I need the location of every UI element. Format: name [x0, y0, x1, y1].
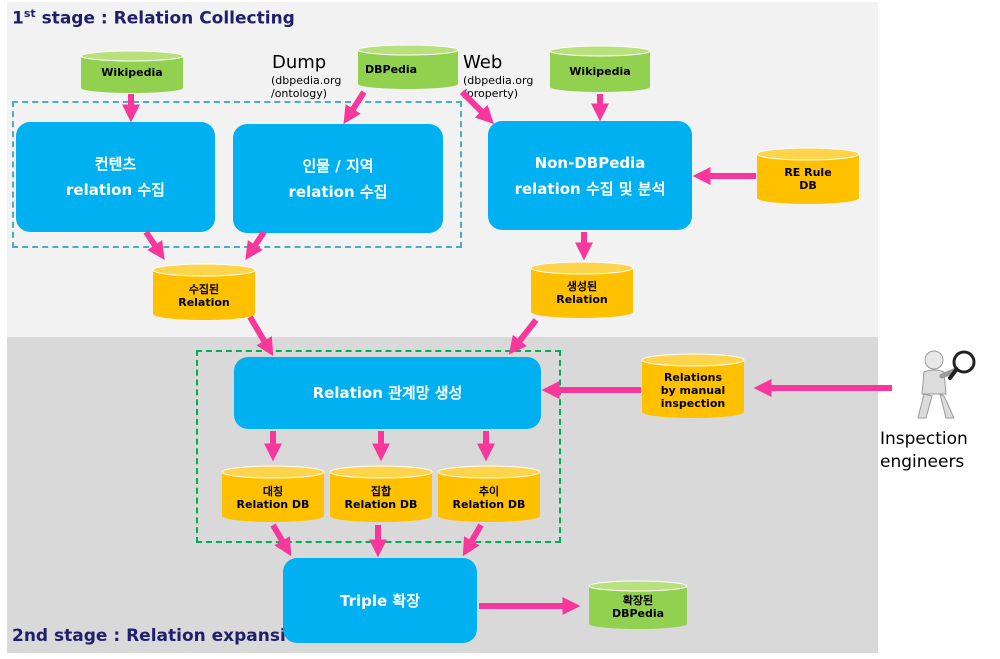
arrow-symmetric-to-triple: [270, 523, 292, 557]
web-label: Web: [463, 52, 503, 73]
dbpedia-source-db: DBPedia: [357, 44, 459, 90]
box-line: Non-DBPedia: [534, 153, 646, 172]
wikipedia-left-db: Wikipedia: [80, 50, 184, 94]
arrow-dbpedia-to-person: [343, 90, 367, 125]
inspector-figure-icon: [917, 350, 976, 419]
box-line: 컨텐츠: [94, 155, 137, 173]
stage2-title: 2nd stage : Relation expansion: [12, 626, 310, 646]
wikipedia-right-db: Wikipedia: [549, 45, 651, 93]
dump-label: Dump: [272, 52, 327, 73]
box-line: relation 수집: [288, 182, 388, 201]
collection-group-frame: [12, 101, 462, 248]
box-line: relation 수집: [66, 181, 165, 199]
arrow-generated-to-network: [508, 318, 539, 355]
box-line: relation 수집 및 분석: [514, 179, 666, 198]
arrow-collected-to-network: [247, 315, 274, 357]
arrow-dbpedia-to-nondb: [459, 89, 494, 124]
content-relation-collect-box: 컨텐츠 relation 수집: [16, 122, 215, 232]
arrow-person-to-collected: [245, 230, 267, 260]
dump-source-label: (dbpedia.org/ontology): [271, 74, 342, 100]
triple-expansion-box: Triple 확장: [283, 558, 477, 643]
non-dbpedia-relation-box: Non-DBPedia relation 수집 및 분석: [488, 121, 692, 230]
stage1-title: 1st stage : Relation Collecting: [12, 7, 295, 29]
relation-network-box: Relation 관계망 생성: [234, 357, 541, 429]
person-region-relation-collect-box: 인물 / 지역 relation 수집: [233, 124, 443, 233]
arrow-transitive-to-triple: [462, 523, 484, 557]
web-source-label: (dbpedia.org/property): [463, 74, 534, 100]
arrow-content-to-collected: [143, 230, 165, 260]
box-line: 인물 / 지역: [302, 156, 374, 175]
